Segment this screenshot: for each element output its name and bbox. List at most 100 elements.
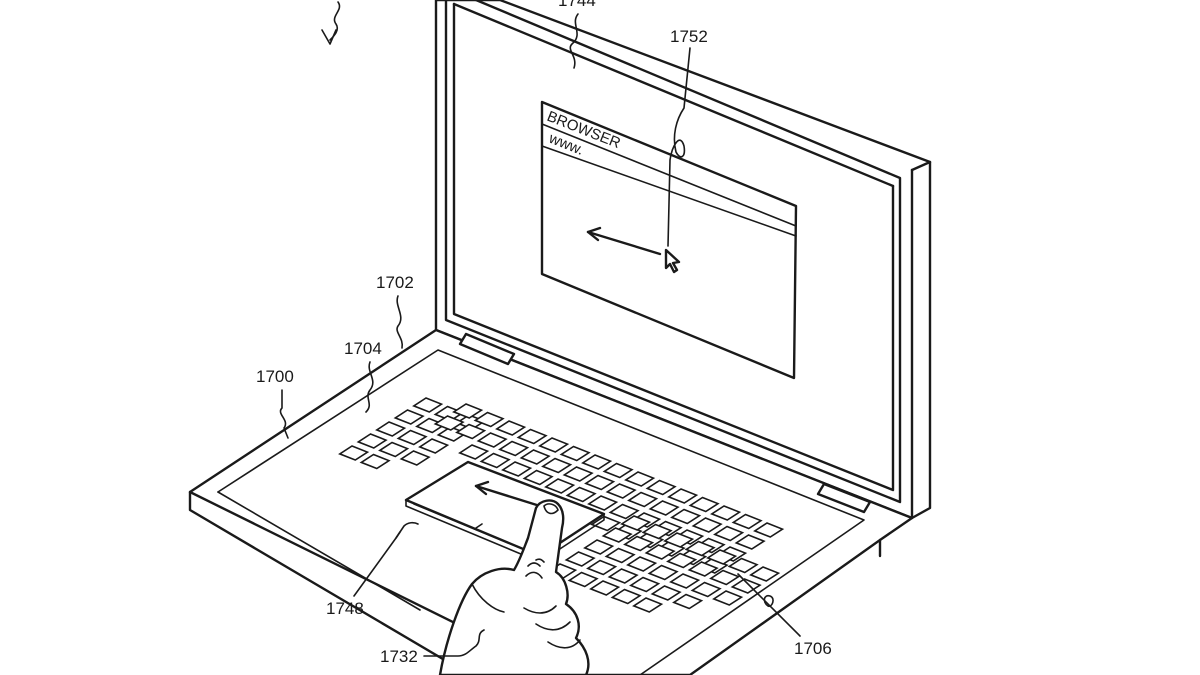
left-key [399, 450, 431, 466]
left-key [412, 397, 444, 413]
top-key [516, 428, 548, 445]
right-key [589, 580, 621, 596]
ref-1704: 1704 [344, 339, 382, 413]
top-key [753, 522, 785, 538]
label-1732: 1732 [380, 647, 418, 666]
right-key [712, 590, 744, 606]
right-key [690, 581, 722, 598]
top-key [602, 462, 634, 479]
top-key [538, 437, 570, 453]
right-key [644, 544, 676, 560]
top-key [479, 452, 511, 469]
ref-1748: 1748 [326, 521, 419, 618]
left-key [356, 433, 388, 449]
top-key [590, 515, 622, 532]
right-key [663, 532, 695, 548]
right-key [629, 576, 661, 593]
top-key [688, 496, 720, 513]
top-key [433, 415, 465, 431]
ref-1706: 1706 [737, 573, 832, 658]
left-key [378, 441, 410, 458]
screen-scroll-arrow [586, 226, 662, 256]
top-key [565, 486, 597, 503]
figure-pointer-arrow [321, 1, 341, 45]
right-key [650, 585, 682, 601]
right-key [610, 588, 642, 605]
top-key [455, 423, 487, 440]
top-key [627, 491, 659, 508]
top-key [667, 488, 699, 504]
label-1704: 1704 [344, 339, 382, 358]
left-key [375, 421, 407, 437]
left-key [359, 453, 391, 470]
top-key [713, 525, 745, 542]
right-key [709, 569, 741, 586]
right-key [647, 564, 679, 581]
left-key [393, 409, 425, 425]
right-key [620, 515, 652, 531]
right-key [604, 547, 636, 564]
label-1700: 1700 [256, 367, 294, 386]
ref-1700: 1700 [256, 367, 294, 439]
right-key [601, 527, 633, 543]
top-key [522, 469, 554, 486]
top-key [645, 479, 677, 496]
right-key [684, 540, 716, 557]
right-key [583, 539, 615, 555]
left-key [338, 445, 370, 461]
right-key [567, 571, 599, 588]
top-key [519, 449, 551, 465]
right-key [623, 535, 655, 552]
label-1752: 1752 [670, 27, 708, 46]
right-key [749, 566, 781, 582]
right-key [666, 552, 698, 569]
top-key [458, 444, 490, 460]
left-key [396, 429, 428, 446]
top-key [731, 513, 763, 530]
top-key [608, 503, 640, 520]
ref-1744: 1744 [558, 0, 596, 69]
top-key [648, 500, 680, 516]
top-key [584, 474, 616, 491]
trackpad-swipe-arrow [474, 480, 542, 508]
top-key [605, 483, 637, 499]
right-key [564, 551, 596, 567]
right-key [706, 549, 738, 565]
right-key [641, 523, 673, 540]
top-key [587, 495, 619, 511]
top-key [691, 517, 723, 533]
top-key [624, 471, 656, 487]
top-key [710, 505, 742, 521]
label-1702: 1702 [376, 273, 414, 292]
top-key [734, 534, 766, 550]
left-key [418, 438, 450, 454]
right-key [632, 597, 664, 613]
top-key [495, 420, 527, 436]
top-key [498, 440, 530, 457]
top-key [473, 411, 505, 428]
top-key [452, 403, 484, 419]
top-key [501, 461, 533, 477]
top-key [670, 508, 702, 525]
hand-icon [438, 499, 590, 675]
top-key [581, 454, 613, 470]
top-key [559, 445, 591, 462]
ref-1702: 1702 [376, 273, 414, 349]
cursor-icon [664, 248, 681, 274]
label-1748: 1748 [326, 599, 364, 618]
hinge-right [816, 482, 872, 514]
right-key [727, 557, 759, 574]
top-key [541, 457, 573, 474]
top-key [562, 466, 594, 482]
top-key [476, 432, 508, 448]
label-1706: 1706 [794, 639, 832, 658]
right-key [626, 556, 658, 572]
right-key [687, 561, 719, 577]
label-1744: 1744 [558, 0, 596, 10]
right-key [586, 559, 618, 576]
ref-1752: 1752 [667, 27, 708, 247]
keyboard-right-keys [546, 515, 781, 613]
ref-1732: 1732 [380, 629, 485, 666]
hinge-left [458, 332, 516, 366]
